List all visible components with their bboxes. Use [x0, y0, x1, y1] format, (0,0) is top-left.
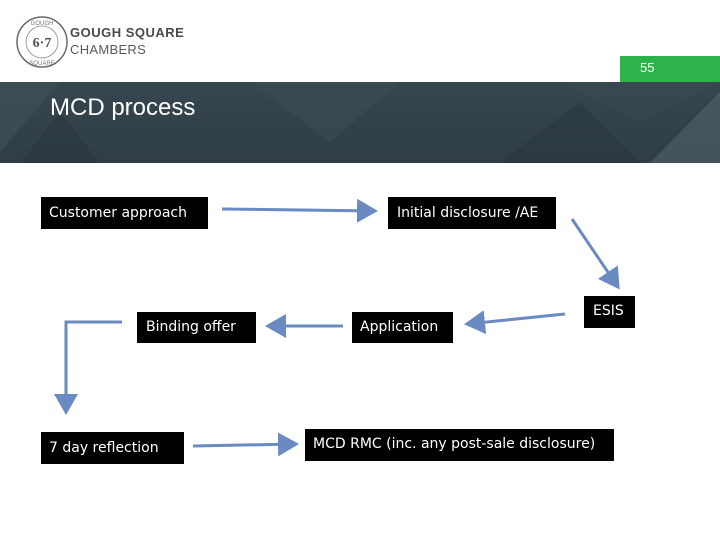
slide-title: MCD process	[50, 94, 196, 121]
logo-name-line2: CHAMBERS	[70, 42, 147, 57]
svg-text:GOUGH: GOUGH	[31, 21, 54, 27]
svg-text:SQUARE: SQUARE	[29, 61, 54, 67]
arrow-customer-to-initial	[221, 198, 378, 223]
title-banner: MCD process	[0, 82, 720, 163]
node-application: Application	[352, 312, 453, 343]
arrow-reflection-to-rmc	[192, 432, 299, 457]
node-binding-offer: Binding offer	[137, 312, 256, 343]
node-customer-approach: Customer approach	[41, 197, 208, 229]
node-initial-disclosure: Initial disclosure /AE	[388, 197, 556, 229]
node-esis: ESIS	[584, 296, 635, 328]
logo-name-line1: GOUGH SQUARE	[70, 25, 185, 40]
arrow-esis-to-application	[464, 310, 566, 335]
svg-text:6·7: 6·7	[33, 36, 52, 51]
arrow-initial-to-esis	[570, 218, 620, 290]
node-seven-day-reflection: 7 day reflection	[41, 432, 184, 464]
banner-texture	[0, 82, 720, 163]
chambers-logo: 6·7 GOUGH SQUARE GOUGH SQUARE CHAMBERS	[14, 14, 194, 70]
seal-icon: 6·7 GOUGH SQUARE	[16, 16, 68, 68]
node-mcd-rmc: MCD RMC (inc. any post-sale disclosure)	[305, 429, 614, 461]
arrow-binding-to-reflection	[54, 320, 122, 415]
slide-number: 55	[620, 56, 720, 82]
